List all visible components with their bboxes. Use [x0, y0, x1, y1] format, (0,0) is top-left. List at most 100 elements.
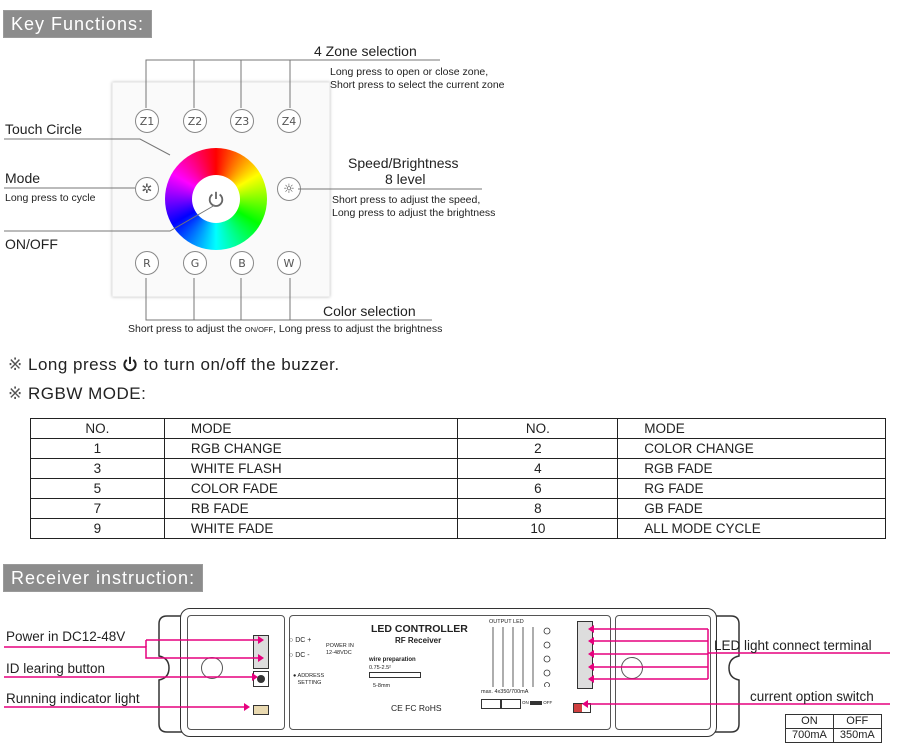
- table-cell: COLOR CHANGE: [617, 438, 886, 459]
- power-in: POWER IN: [326, 643, 354, 649]
- receiver-banner: Receiver instruction:: [3, 564, 204, 592]
- led-receiver-device: LED CONTROLLER RF Receiver ○ DC + ○ DC -…: [180, 608, 717, 737]
- small-switch-label: ON OFF: [522, 700, 552, 705]
- table-cell: ALL MODE CYCLE: [617, 518, 886, 539]
- table-cell: WHITE FLASH: [163, 458, 459, 479]
- current-option-table: ON OFF 700mA 350mA: [785, 714, 882, 743]
- small-off: OFF: [543, 700, 553, 705]
- rgbw-mode-text: RGBW MODE:: [27, 384, 147, 403]
- switch-on-header: ON: [785, 714, 834, 729]
- center-label-plate: [289, 615, 611, 730]
- device-subtitle: RF Receiver: [395, 636, 442, 645]
- red-key[interactable]: R: [135, 251, 159, 275]
- table-cell: 8: [457, 498, 619, 519]
- header-mode: MODE: [617, 418, 886, 439]
- dc-plus-label: ○ DC +: [289, 637, 312, 644]
- wire-length: 5-8mm: [373, 683, 391, 689]
- running-indicator-led: [253, 705, 269, 715]
- table-cell: 10: [457, 518, 619, 539]
- table-cell: RGB CHANGE: [163, 438, 459, 459]
- small-on: ON: [522, 700, 529, 705]
- note-mark: ※: [8, 355, 23, 374]
- switch-on-value: 700mA: [785, 728, 834, 743]
- mode-key[interactable]: ✲: [135, 177, 159, 201]
- power-range: 12-48VDC: [326, 650, 352, 656]
- header-no: NO.: [30, 418, 165, 439]
- wire-gauge: 0.75-2.5²: [369, 665, 392, 671]
- small-switch-box: [481, 699, 501, 709]
- onoff-label: ON/OFF: [5, 236, 58, 252]
- dc-minus-label: ○ DC -: [289, 652, 310, 659]
- white-key[interactable]: W: [277, 251, 301, 275]
- address-setting-label: ● ADDRESS SETTING: [293, 673, 325, 686]
- device-mounting-tabs: [158, 615, 740, 733]
- speed-desc-2: Long press to adjust the brightness: [332, 207, 496, 219]
- zone-2-key[interactable]: Z2: [183, 109, 207, 133]
- table-cell: RG FADE: [617, 478, 886, 499]
- dc-plus: DC +: [295, 637, 312, 644]
- table-row: 5 COLOR FADE 6 RG FADE: [30, 478, 886, 499]
- buzzer-note: ※ Long press to turn on/off the buzzer.: [8, 355, 340, 375]
- color-desc-a: Short press to adjust the: [128, 323, 245, 335]
- zone-4-key[interactable]: Z4: [277, 109, 301, 133]
- callout-lines: [4, 625, 890, 711]
- current-option-switch[interactable]: [573, 703, 591, 713]
- leader-lines: [4, 59, 482, 321]
- table-cell: RGB FADE: [617, 458, 886, 479]
- blue-key[interactable]: B: [230, 251, 254, 275]
- setting-text: SETTING: [297, 680, 322, 686]
- table-header: NO. MODE NO. MODE: [30, 418, 886, 439]
- table-row: 3 WHITE FLASH 4 RGB FADE: [30, 458, 886, 479]
- zone-3-key[interactable]: Z3: [230, 109, 254, 133]
- power-button[interactable]: [192, 175, 240, 223]
- note-mark: ※: [8, 384, 23, 403]
- zone-desc-1: Long press to open or close zone,: [330, 66, 489, 78]
- table-cell: 5: [30, 478, 165, 499]
- output-led-label: OUTPUT LED: [489, 619, 524, 625]
- switch-off-header: OFF: [832, 714, 882, 729]
- led-terminal-callout: LED light connect terminal: [714, 638, 872, 653]
- color-desc-onoff: ON/OFF: [244, 325, 274, 334]
- remote-panel: Z1 Z2 Z3 Z4 ✲ ☼ R G B W: [112, 82, 330, 297]
- touch-circle-label: Touch Circle: [5, 121, 83, 137]
- small-switch-box: [501, 699, 521, 709]
- current-switch-callout: current option switch: [750, 689, 874, 704]
- power-icon: [123, 356, 137, 372]
- table-cell: 7: [30, 498, 165, 519]
- zone-desc-2: Short press to select the current zone: [330, 79, 505, 91]
- table-cell: 3: [30, 458, 165, 479]
- mode-label: Mode: [5, 170, 41, 186]
- certification-marks: CE FC RoHS: [391, 703, 442, 713]
- table-row: ON OFF: [785, 714, 882, 729]
- table-cell: 4: [457, 458, 619, 479]
- id-button-callout: ID learing button: [6, 661, 106, 676]
- wire-preparation: wire preparation: [369, 657, 416, 663]
- table-cell: RB FADE: [163, 498, 459, 519]
- table-row: 700mA 350mA: [785, 728, 882, 743]
- power-terminal: [253, 635, 269, 669]
- mode-desc: Long press to cycle: [5, 192, 96, 204]
- zone-selection-title: 4 Zone selection: [314, 43, 417, 59]
- buzzer-note-a: Long press: [27, 355, 118, 374]
- table-row: 1 RGB CHANGE 2 COLOR CHANGE: [30, 438, 886, 459]
- color-selection-title: Color selection: [323, 303, 416, 319]
- table-cell: 6: [457, 478, 619, 499]
- key-functions-banner: Key Functions:: [3, 10, 153, 38]
- table-row: 9 WHITE FADE 10 ALL MODE CYCLE: [30, 518, 886, 539]
- speed-desc-1: Short press to adjust the speed,: [332, 194, 481, 206]
- color-desc-c: , Long press to adjust the brightness: [273, 323, 443, 335]
- header-mode: MODE: [163, 418, 459, 439]
- right-end-cap: [615, 615, 711, 730]
- table-cell: COLOR FADE: [163, 478, 459, 499]
- rgbw-mode-heading: ※ RGBW MODE:: [8, 384, 146, 404]
- device-title: LED CONTROLLER: [371, 623, 468, 635]
- green-key[interactable]: G: [183, 251, 207, 275]
- table-cell: 9: [30, 518, 165, 539]
- address-text: ADDRESS: [297, 673, 325, 679]
- zone-1-key[interactable]: Z1: [135, 109, 159, 133]
- power-icon: [208, 191, 224, 207]
- table-cell: 1: [30, 438, 165, 459]
- rgbw-mode-table: NO. MODE NO. MODE 1 RGB CHANGE 2 COLOR C…: [30, 418, 886, 539]
- sun-icon: ☼: [283, 181, 295, 197]
- switch-off-value: 350mA: [832, 728, 882, 743]
